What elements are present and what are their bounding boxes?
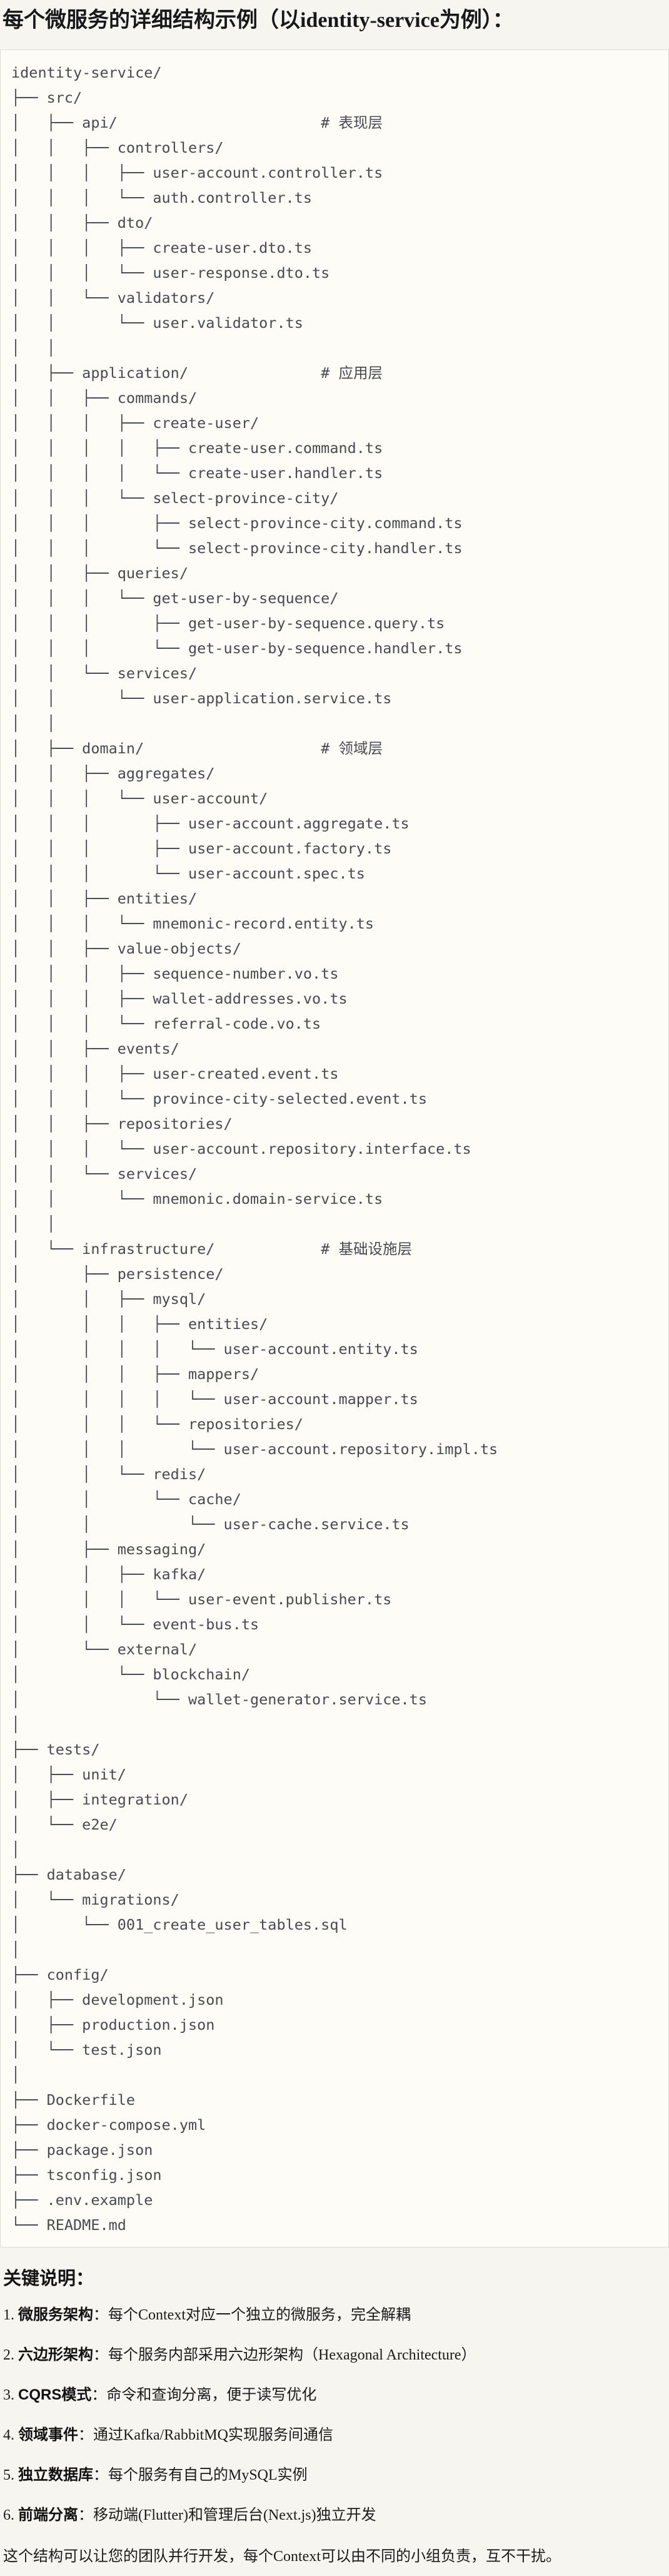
note-item-5: 5. 独立数据库：每个服务有自己的MySQL实例 bbox=[3, 2467, 664, 2484]
note-item-3: 3. CQRS模式：命令和查询分离，便于读写优化 bbox=[3, 2386, 664, 2404]
note-number: 2. bbox=[3, 2347, 14, 2363]
note-label: 微服务架构 bbox=[18, 2306, 93, 2323]
key-notes-section: 关键说明： 1. 微服务架构：每个Context对应一个独立的微服务，完全解耦 … bbox=[0, 2268, 669, 2566]
note-number: 4. bbox=[3, 2427, 14, 2443]
note-text: ：每个Context对应一个独立的微服务，完全解耦 bbox=[93, 2307, 411, 2323]
note-text: ：移动端(Flutter)和管理后台(Next.js)独立开发 bbox=[78, 2507, 376, 2523]
note-label: CQRS模式 bbox=[18, 2386, 92, 2403]
note-text: ：通过Kafka/RabbitMQ实现服务间通信 bbox=[78, 2427, 333, 2443]
note-label: 独立数据库 bbox=[18, 2467, 93, 2483]
note-text: ：每个服务有自己的MySQL实例 bbox=[93, 2467, 308, 2483]
page-title-prefix: 每个微服务的详细结构示例（以 bbox=[3, 8, 300, 32]
directory-tree-code-block: identity-service/ ├── src/ │ ├── api/ # … bbox=[0, 49, 669, 2248]
title-service-name: identity-service bbox=[300, 9, 440, 32]
note-item-1: 1. 微服务架构：每个Context对应一个独立的微服务，完全解耦 bbox=[3, 2306, 664, 2324]
note-label: 前端分离 bbox=[18, 2507, 78, 2523]
page-title-suffix: 为例）： bbox=[439, 8, 514, 32]
note-item-2: 2. 六边形架构：每个服务内部采用六边形架构（Hexagonal Archite… bbox=[3, 2346, 664, 2364]
closing-paragraph: 这个结构可以让您的团队并行开发，每个Context可以由不同的小组负责，互不干扰… bbox=[3, 2548, 561, 2565]
notes-heading: 关键说明： bbox=[3, 2269, 94, 2289]
note-label: 领域事件 bbox=[18, 2426, 78, 2443]
note-number: 6. bbox=[3, 2507, 14, 2523]
note-text: ：每个服务内部采用六边形架构（Hexagonal Architecture） bbox=[93, 2347, 476, 2363]
note-text: ：命令和查询分离，便于读写优化 bbox=[91, 2387, 317, 2403]
note-label: 六边形架构 bbox=[18, 2346, 93, 2363]
page-title: 每个微服务的详细结构示例（以identity-service为例）： bbox=[0, 0, 669, 34]
note-item-6: 6. 前端分离：移动端(Flutter)和管理后台(Next.js)独立开发 bbox=[3, 2507, 664, 2524]
note-number: 1. bbox=[3, 2307, 14, 2323]
note-number: 3. bbox=[3, 2387, 14, 2403]
note-item-4: 4. 领域事件：通过Kafka/RabbitMQ实现服务间通信 bbox=[3, 2426, 664, 2444]
note-number: 5. bbox=[3, 2467, 14, 2483]
